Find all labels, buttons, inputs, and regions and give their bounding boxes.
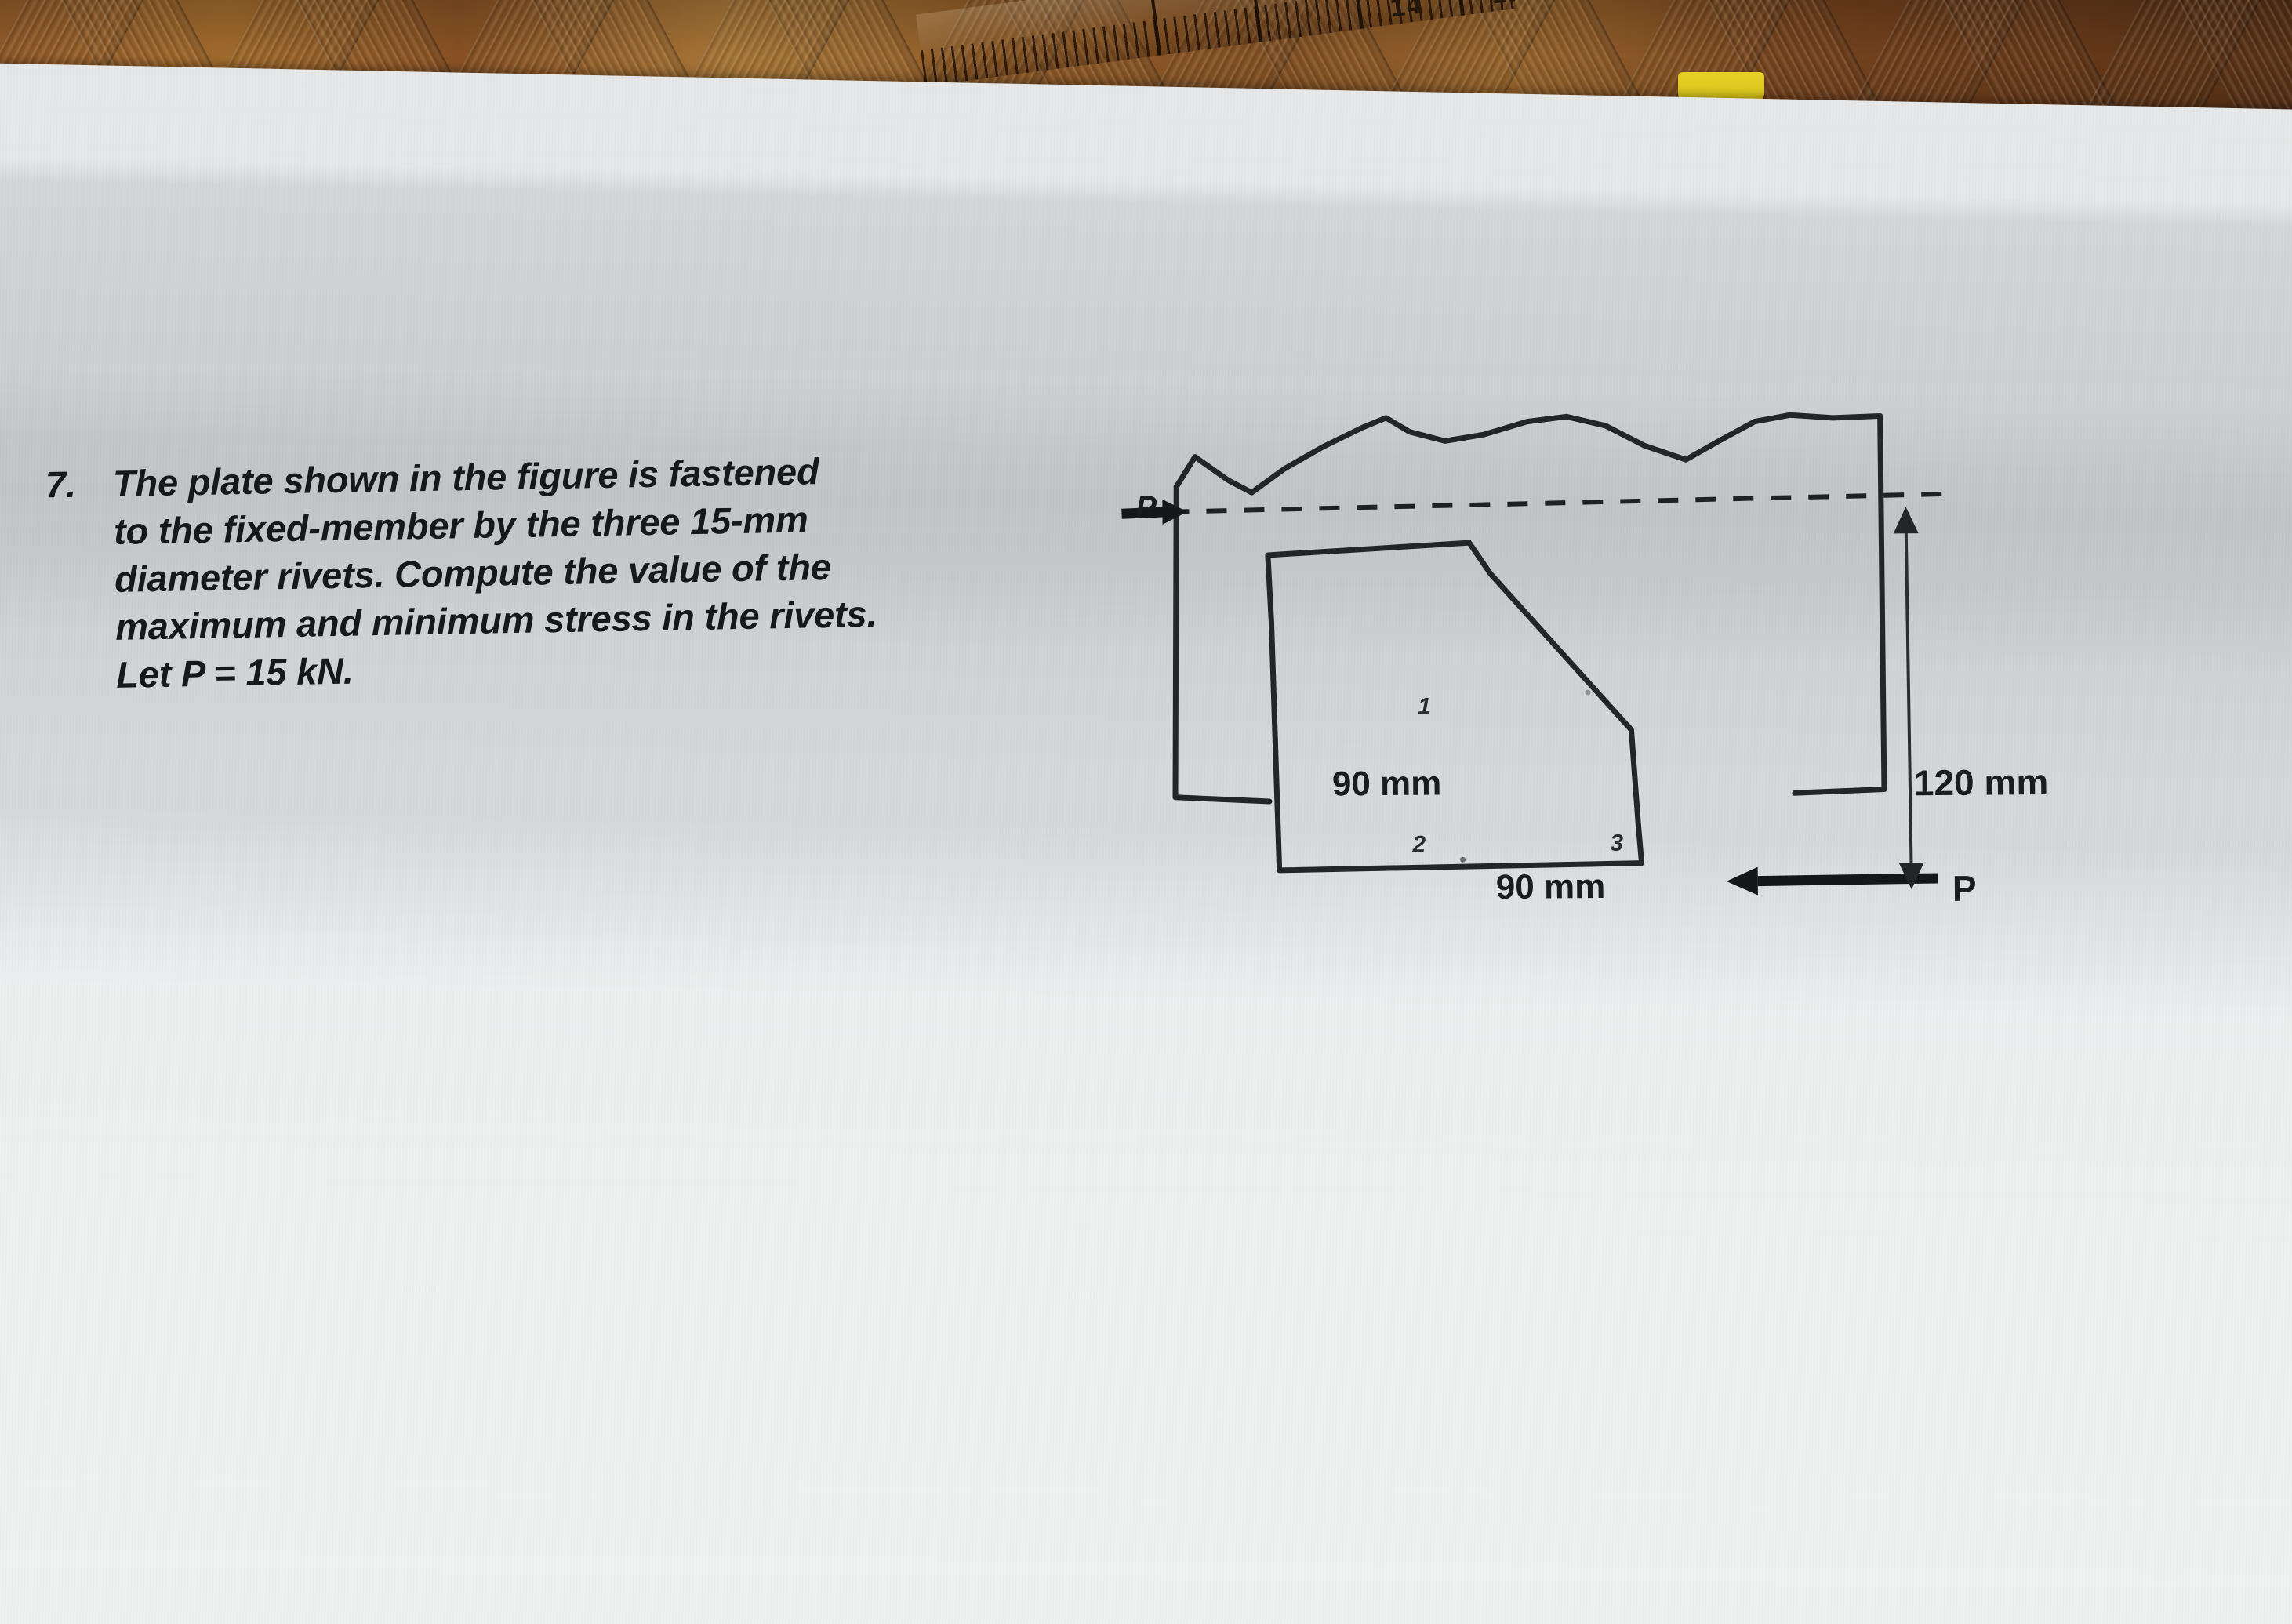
fixed-member-left-edge <box>1172 484 1179 801</box>
figure-drawing <box>1121 412 1944 896</box>
label-dimension-120mm: 120 mm <box>1913 761 2049 804</box>
label-rivet-1: 1 <box>1418 693 1432 720</box>
label-rivet-3: 3 <box>1610 830 1624 856</box>
problem-body: The plate shown in the figure is fastene… <box>112 441 1162 699</box>
label-load-p-right: P <box>1952 867 1977 909</box>
load-arrow-left <box>1121 499 1188 525</box>
paper-speck-2 <box>1460 856 1466 863</box>
load-centerline <box>1168 491 1944 514</box>
dimension-120mm <box>1893 507 1924 890</box>
fixed-member-right-edge <box>1877 413 1887 792</box>
plate-outline <box>1265 540 1645 874</box>
problem-number: 7. <box>45 463 77 506</box>
problem-statement: 7. The plate shown in the figure is fast… <box>45 441 1162 700</box>
label-rivet-2: 2 <box>1412 831 1426 858</box>
label-dimension-90mm-left: 90 mm <box>1331 764 1442 804</box>
fixed-member-left-foot <box>1172 794 1273 805</box>
fixed-member-jagged-line <box>1173 412 1883 496</box>
fixed-member-right-foot <box>1792 786 1887 796</box>
label-load-p-left: P <box>1135 489 1157 525</box>
engineering-figure: P P 90 mm 90 mm 120 mm 1 2 3 <box>1121 380 2292 984</box>
paper-speck <box>1585 689 1591 696</box>
label-dimension-90mm-bottom: 90 mm <box>1495 866 1606 906</box>
